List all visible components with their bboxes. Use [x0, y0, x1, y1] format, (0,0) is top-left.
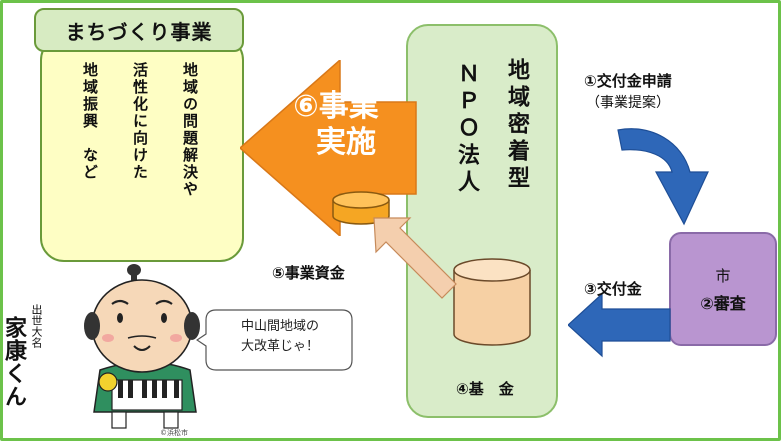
speech-line-1: 中山間地域の — [240, 319, 319, 334]
mascot-title: 出世大名 — [30, 304, 43, 348]
grant-label: ③交付金 — [584, 280, 642, 298]
copyright-label: ©浜松市 — [160, 429, 188, 437]
community-project-box — [40, 36, 244, 262]
mascot-ieyasu-illustration — [84, 264, 200, 429]
project-item-problem-solving: 地域の問題解決や — [181, 62, 199, 198]
application-flow-arrow — [617, 128, 709, 226]
fund-cylinder — [453, 258, 531, 346]
arrow-label-line1: ⑥事業 — [293, 89, 379, 124]
grant-application-label: ①交付金申請 — [584, 72, 672, 90]
community-project-title: まちづくり事業 — [34, 8, 244, 52]
fund-label: ④基 金 — [456, 380, 514, 398]
project-item-regional-promotion: 地域振興 など — [81, 62, 99, 181]
speech-bubble — [196, 309, 353, 371]
project-item-revitalization: 活性化に向けた — [131, 62, 149, 181]
npo-label: ＮＰＯ法人 — [454, 62, 479, 197]
mascot-name: 家康くん — [1, 316, 27, 408]
arrow-label-line2: 実施 — [316, 125, 376, 160]
city-box: 市 ②審査 — [669, 232, 777, 346]
review-label: ②審査 — [700, 293, 746, 313]
npo-type-label: 地域密着型 — [504, 58, 529, 193]
project-proposal-label: （事業提案） — [586, 95, 670, 111]
project-funds-arrow — [373, 217, 457, 299]
project-funds-label: ⑤事業資金 — [272, 264, 345, 282]
speech-line-2: 大改革じゃ！ — [240, 339, 319, 354]
grant-flow-arrow — [568, 292, 671, 358]
city-label: 市 — [715, 266, 731, 285]
